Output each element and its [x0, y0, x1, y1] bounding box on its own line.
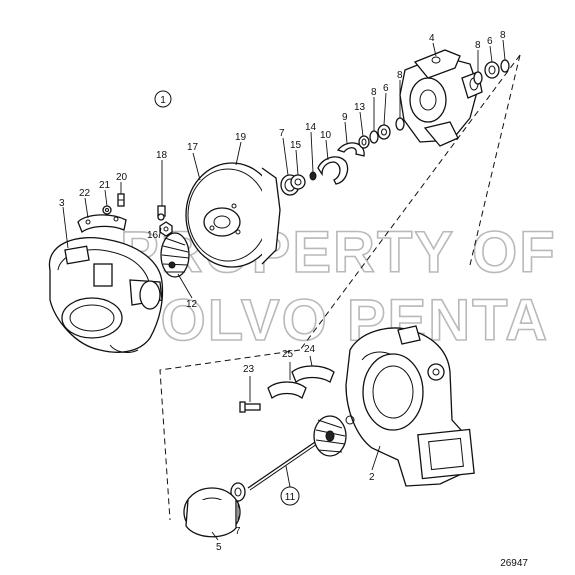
callout-18: 18 — [156, 150, 168, 161]
callout-12: 12 — [186, 299, 198, 310]
bearing-6a — [377, 124, 391, 140]
compressor-housing — [48, 236, 164, 353]
callout-23: 23 — [243, 364, 255, 375]
callout-6-b: 6 — [487, 36, 493, 47]
leader-lines — [62, 39, 506, 541]
callout-2: 2 — [369, 472, 375, 483]
bearing-housing — [399, 49, 483, 147]
piston-ring-14 — [309, 171, 317, 181]
callout-15: 15 — [290, 140, 302, 151]
thrust-washer-9 — [336, 142, 365, 157]
callout-13: 13 — [354, 102, 366, 113]
callout-6-a: 6 — [383, 83, 389, 94]
bolt — [117, 193, 125, 207]
callout-7-upper: 7 — [279, 128, 285, 139]
clamp-plate — [77, 214, 127, 234]
callout-19: 19 — [235, 132, 247, 143]
callout-20: 20 — [116, 172, 128, 183]
heat-shield — [183, 487, 241, 538]
callout-22: 22 — [79, 188, 91, 199]
callout-4: 4 — [429, 33, 435, 44]
callout-24: 24 — [304, 344, 316, 355]
callout-8-d: 8 — [500, 30, 506, 41]
clamp-segment-24 — [291, 365, 335, 384]
assembly-axis-upper — [469, 54, 521, 266]
callout-10: 10 — [320, 130, 332, 141]
callout-17: 17 — [187, 142, 199, 153]
callout-16: 16 — [147, 230, 159, 241]
thrust-ring-13 — [358, 135, 370, 149]
callout-11: 11 — [280, 486, 300, 506]
callout-21: 21 — [99, 180, 111, 191]
retaining-ring-10 — [317, 156, 349, 185]
callout-9: 9 — [342, 112, 348, 123]
callout-14: 14 — [305, 122, 317, 133]
watermark-line-2: VOLVO PENTA — [120, 288, 549, 353]
bearing-6b — [484, 61, 500, 79]
screw-18 — [157, 205, 166, 221]
callout-25: 25 — [282, 349, 294, 360]
washer — [102, 205, 112, 215]
callout-11-label: 11 — [285, 492, 296, 503]
seal-ring-8c — [473, 71, 483, 85]
callout-8-a: 8 — [371, 87, 377, 98]
callout-8-c: 8 — [475, 40, 481, 51]
clamp-segment-25 — [267, 381, 307, 400]
reference-number: 26947 — [500, 558, 528, 569]
callout-8-b: 8 — [397, 70, 403, 81]
callout-5: 5 — [216, 542, 222, 553]
assembly-axis-lower — [159, 349, 301, 521]
callout-7-lower: 7 — [235, 526, 241, 537]
seal-ring-8d — [500, 59, 510, 73]
turbine-housing — [345, 325, 475, 487]
turbine-wheel-shaft — [247, 415, 347, 491]
bolt-23 — [239, 401, 261, 413]
bushing-15 — [290, 174, 306, 190]
assembly-axis-diagonal — [299, 54, 521, 351]
seal-plate — [185, 162, 281, 268]
callout-3: 3 — [59, 198, 65, 209]
seal-ring-8a — [369, 130, 379, 144]
callout-labels: 3 22 21 20 18 17 19 16 12 7 15 14 10 9 1… — [59, 30, 506, 553]
seal-ring-8b — [395, 117, 405, 131]
group-marker: 1 — [154, 90, 172, 108]
compressor-nut — [159, 221, 173, 237]
compressor-wheel — [160, 232, 190, 278]
group-marker-label: 1 — [160, 95, 166, 106]
